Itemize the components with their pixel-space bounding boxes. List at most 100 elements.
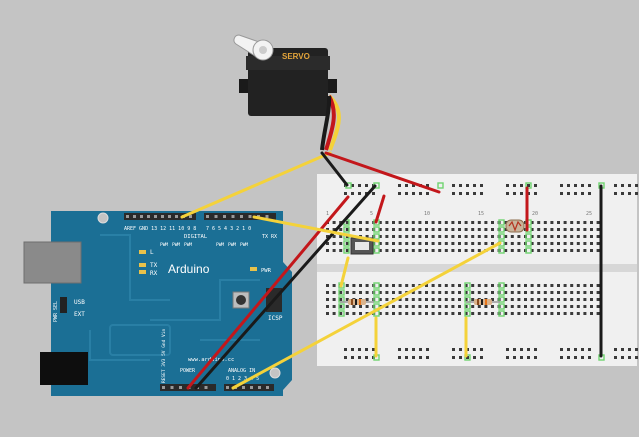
breadboard-hole	[385, 291, 389, 294]
breadboard-hole	[621, 192, 624, 195]
connected-hole	[464, 310, 471, 317]
breadboard-hole	[378, 221, 382, 224]
breadboard-hole	[576, 284, 580, 287]
header-pin	[223, 215, 226, 218]
breadboard-hole	[398, 291, 402, 294]
breadboard-hole	[491, 221, 494, 224]
breadboard-hole	[557, 235, 560, 238]
breadboard-hole	[583, 249, 587, 252]
header-pin	[133, 215, 136, 218]
breadboard-hole	[581, 356, 584, 359]
breadboard-hole	[504, 235, 508, 238]
breadboard-hole	[464, 221, 468, 224]
breadboard-hole	[534, 348, 537, 351]
breadboard-hole	[628, 184, 631, 187]
breadboard-hole	[583, 305, 587, 308]
connected-hole	[373, 247, 380, 254]
breadboard-hole	[326, 284, 329, 287]
breadboard-hole	[570, 312, 574, 315]
breadboard-hole	[372, 192, 375, 195]
breadboard-hole	[550, 249, 554, 252]
breadboard-hole	[504, 221, 508, 224]
breadboard-hole	[431, 284, 435, 287]
header-pin	[126, 215, 129, 218]
connected-hole	[338, 310, 345, 317]
wires	[180, 151, 603, 390]
breadboard-hole	[550, 228, 554, 231]
breadboard-hole	[596, 228, 600, 231]
pwm-label: PWM	[184, 242, 192, 248]
breadboard-hole	[621, 348, 624, 351]
breadboard-hole	[385, 284, 389, 287]
breadboard-hole	[543, 312, 547, 315]
breadboard-hole	[543, 235, 547, 238]
breadboard-hole	[418, 312, 422, 315]
breadboard-hole	[590, 284, 593, 287]
breadboard-hole	[466, 356, 469, 359]
breadboard-hole	[550, 235, 554, 238]
connected-hole	[343, 240, 350, 247]
breadboard-hole	[510, 284, 514, 287]
breadboard-hole	[550, 221, 554, 224]
breadboard-hole	[491, 284, 494, 287]
breadboard-hole	[352, 228, 356, 231]
breadboard-hole	[466, 184, 469, 187]
breadboard-hole	[425, 291, 428, 294]
breadboard-hole	[345, 305, 349, 308]
breadboard-hole	[464, 249, 468, 252]
breadboard-hole	[530, 242, 534, 245]
connected-hole	[343, 247, 350, 254]
connected-hole	[338, 289, 345, 296]
breadboard-hole	[563, 242, 567, 245]
breadboard-hole	[378, 291, 382, 294]
breadboard-hole	[530, 221, 534, 224]
mounting-hole	[269, 367, 281, 379]
breadboard-hole	[506, 356, 509, 359]
breadboard-hole	[431, 249, 435, 252]
header-pin	[175, 215, 178, 218]
breadboard-hole	[365, 348, 368, 351]
icsp-label: ICSP	[268, 315, 283, 322]
breadboard-hole	[567, 192, 570, 195]
breadboard-hole	[484, 235, 488, 238]
breadboard-hole	[530, 312, 534, 315]
breadboard-hole	[480, 184, 483, 187]
breadboard-hole	[411, 228, 415, 231]
breadboard-hole	[480, 192, 483, 195]
breadboard-hole	[358, 192, 361, 195]
breadboard-hole	[491, 305, 494, 308]
breadboard-hole	[365, 221, 369, 224]
breadboard-hole	[576, 298, 580, 301]
breadboard-hole	[557, 228, 560, 231]
breadboard-hole	[517, 291, 521, 294]
header-pin	[189, 215, 192, 218]
breadboard-hole	[365, 184, 368, 187]
breadboard-hole	[477, 221, 481, 224]
breadboard-hole	[438, 305, 442, 308]
breadboard-hole	[438, 228, 442, 231]
connected-hole	[525, 247, 532, 254]
breadboard-hole	[359, 221, 362, 224]
header-pin	[161, 215, 164, 218]
breadboard-hole	[576, 221, 580, 224]
breadboard-hole	[537, 298, 541, 301]
breadboard-hole	[464, 228, 468, 231]
breadboard-hole	[534, 184, 537, 187]
breadboard-hole	[464, 298, 468, 301]
connected-hole	[498, 296, 505, 303]
breadboard-hole	[504, 305, 508, 308]
breadboard-hole	[458, 284, 461, 287]
breadboard-hole	[504, 242, 508, 245]
analog-label: ANALOG IN	[228, 368, 255, 374]
wire-servo-power	[324, 151, 441, 194]
breadboard-hole	[471, 284, 475, 287]
breadboard-hole	[588, 192, 591, 195]
breadboard-hole	[635, 348, 638, 351]
breadboard-hole	[326, 242, 329, 245]
led-pwr-icon	[250, 267, 257, 271]
breadboard-hole	[614, 192, 617, 195]
connected-hole	[525, 240, 532, 247]
breadboard-hole	[477, 242, 481, 245]
breadboard-hole	[458, 235, 461, 238]
breadboard-hole	[431, 235, 435, 238]
